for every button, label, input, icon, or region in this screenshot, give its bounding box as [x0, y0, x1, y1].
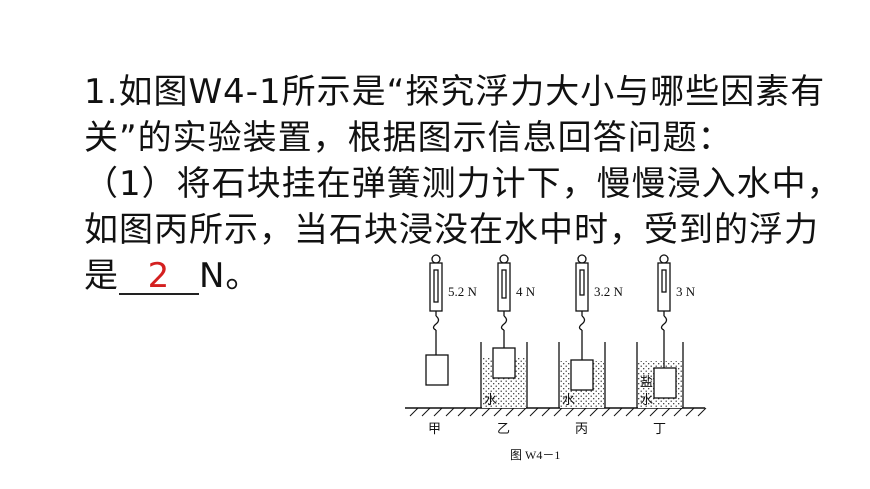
- line-5-prefix: 是: [84, 256, 119, 296]
- question-line-1: 1.如图W4-1所示是“探究浮力大小与哪些因素有: [84, 72, 826, 112]
- figure-caption: 图 W4－1: [510, 448, 560, 462]
- question-line-2: 关”的实验装置，根据图示信息回答问题：: [84, 118, 733, 158]
- reading-jia: 5.2 N: [448, 284, 478, 299]
- liquid-label-yi: 水: [484, 392, 497, 407]
- question-line-3: （1）将石块挂在弹簧测力计下，慢慢浸入水中，: [84, 164, 842, 204]
- setup-bing: [558, 254, 606, 408]
- liquid-label-bing: 水: [562, 392, 575, 407]
- setup-jia: [425, 254, 449, 386]
- liquid-label-ding-salt: 盐: [640, 374, 653, 389]
- answer-blank: 2: [119, 259, 199, 295]
- setup-yi: [480, 254, 528, 408]
- ground-hatching: [409, 407, 707, 417]
- liquid-label-ding-water: 水: [640, 392, 653, 407]
- setup-label-ding: 丁: [653, 421, 666, 436]
- question-line-4: 如图丙所示，当石块浸没在水中时，受到的浮力: [84, 210, 819, 250]
- line-5-suffix: N。: [199, 256, 261, 296]
- setup-ding: [636, 254, 684, 408]
- experiment-figure: 5.2 N 4 N 3.2 N 3 N 水 水 盐 水 甲 乙 丙 丁 图 W4…: [405, 254, 707, 462]
- setup-label-bing: 丙: [575, 421, 588, 436]
- reading-yi: 4 N: [516, 284, 536, 299]
- setup-label-jia: 甲: [428, 421, 441, 436]
- reading-ding: 3 N: [676, 284, 696, 299]
- setup-label-yi: 乙: [497, 421, 510, 436]
- reading-bing: 3.2 N: [594, 284, 624, 299]
